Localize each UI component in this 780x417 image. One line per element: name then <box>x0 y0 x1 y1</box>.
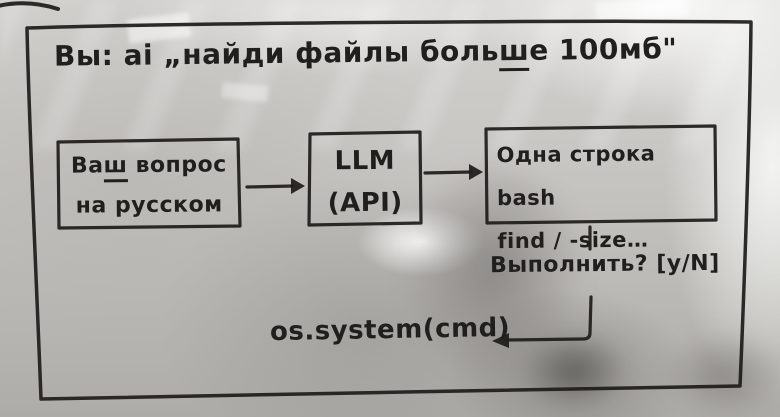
llm-box-label: LLM (API) <box>310 140 421 225</box>
confirm-prompt-text: Выполнить? [y/N] <box>489 250 720 279</box>
question-box-line1: Ваш вопрос <box>60 145 238 187</box>
llm-box-outline <box>307 130 423 227</box>
arrow-right-icon <box>423 164 483 180</box>
whiteboard-edge-line <box>0 1 60 11</box>
llm-box-line1: LLM <box>334 145 396 177</box>
underlined-letter: ш <box>498 33 530 72</box>
arrow-right-icon <box>245 178 305 194</box>
outer-frame <box>25 19 753 401</box>
bash-box-label: Одна строка bash find / -size… <box>496 132 715 263</box>
question-box-label: Ваш вопрос на русском <box>60 145 239 227</box>
arrow-left-elbow-icon <box>492 295 593 348</box>
llm-box-line2: (API) <box>327 187 403 219</box>
bash-box-line1: Одна строка bash <box>496 141 656 211</box>
bash-box-outline <box>484 124 718 225</box>
underlined-letter: ш <box>103 153 128 183</box>
os-system-call-text: os.system(cmd) <box>269 312 511 348</box>
question-box-line2: на русском <box>75 192 223 219</box>
question-box-outline <box>56 137 242 230</box>
